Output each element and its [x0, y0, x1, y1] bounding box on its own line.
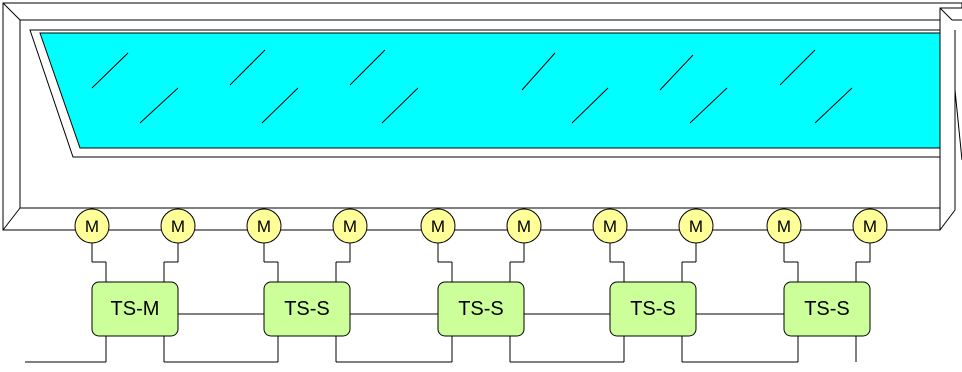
motor-circle [592, 208, 628, 244]
reflection-line [139, 87, 179, 124]
frame-right-mark [954, 89, 962, 161]
controller-slave: TS-S [609, 281, 697, 337]
motor-label: M [689, 217, 703, 236]
motor: M [160, 208, 196, 244]
motor-label: M [863, 217, 877, 236]
motor-label: M [517, 217, 531, 236]
controller-slave: TS-S [263, 281, 351, 337]
motor-circle [766, 208, 802, 244]
controller-box [609, 281, 697, 337]
motor: M [420, 208, 456, 244]
reflection-line [229, 49, 266, 86]
motor-label: M [431, 217, 445, 236]
motor-circle [678, 208, 714, 244]
reflection-line [261, 87, 299, 124]
reflection-line [779, 49, 816, 86]
reflection-line [814, 87, 853, 124]
reflection-line [349, 49, 386, 86]
controller-box [263, 281, 351, 337]
reflection-line [689, 87, 728, 124]
motor-label: M [171, 217, 185, 236]
controller-label: TS-S [804, 298, 850, 320]
reflection-line [659, 54, 694, 91]
wiring [25, 243, 871, 363]
motor-circle [852, 208, 888, 244]
controller-group: TS-M TS-S TS-S TS-S TS-S [91, 281, 871, 337]
window-frame [2, 2, 962, 231]
reflection-line [381, 87, 419, 124]
frame-bevel-bl [2, 207, 21, 231]
motor-circle [160, 208, 196, 244]
motor-label: M [257, 217, 271, 236]
motor: M [766, 208, 802, 244]
sash-outline [29, 29, 941, 158]
motor-label: M [603, 217, 617, 236]
controller-label: TS-S [630, 298, 676, 320]
frame-bevel-tl [2, 2, 21, 21]
motor-label: M [85, 217, 99, 236]
motor: M [246, 208, 282, 244]
reflection-line [521, 52, 556, 91]
controller-master: TS-M [91, 281, 179, 337]
motor: M [506, 208, 542, 244]
controller-slave: TS-S [437, 281, 525, 337]
controller-label: TS-S [458, 298, 504, 320]
controller-box [437, 281, 525, 337]
motor-circle [506, 208, 542, 244]
controller-slave: TS-S [783, 281, 871, 337]
motor-circle [332, 208, 368, 244]
reflection-line [571, 87, 609, 124]
motor: M [852, 208, 888, 244]
controller-label: TS-M [111, 298, 160, 320]
frame-bevel-br [939, 209, 956, 231]
reflection-line [91, 52, 129, 89]
motor: M [678, 208, 714, 244]
motor-circle [420, 208, 456, 244]
motor: M [592, 208, 628, 244]
motor: M [74, 208, 110, 244]
glass-reflections [91, 49, 853, 124]
frame-bevel-tr [939, 7, 953, 21]
motor-label: M [343, 217, 357, 236]
motor-circle [246, 208, 282, 244]
motor-circle [74, 208, 110, 244]
controller-label: TS-S [284, 298, 330, 320]
motor-label: M [777, 217, 791, 236]
controller-box [91, 281, 179, 337]
glass-pane [39, 32, 941, 149]
controller-box [783, 281, 871, 337]
motor: M [332, 208, 368, 244]
